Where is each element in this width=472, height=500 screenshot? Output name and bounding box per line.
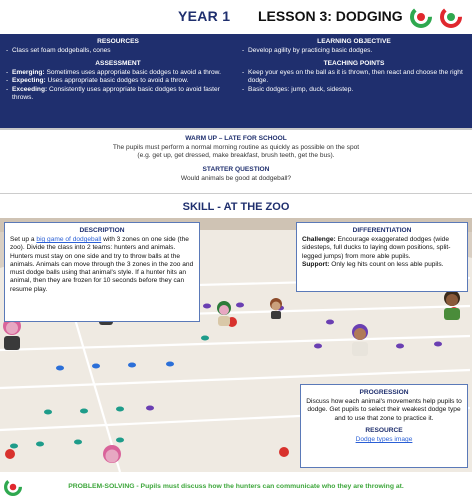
- teaching-point-item: Basic dodges: jump, duck, sidestep.: [242, 86, 466, 95]
- teaching-point-item: Keep your eyes on the ball as it is thro…: [242, 69, 466, 86]
- progression-heading: PROGRESSION: [359, 389, 409, 396]
- assessment-list: Emerging: Sometimes uses appropriate bas…: [6, 69, 230, 103]
- lesson-info-panel: RESOURCES Class set foam dodgeballs, con…: [0, 34, 472, 128]
- warm-up-heading: WARM UP – LATE FOR SCHOOL: [185, 135, 287, 142]
- starter-question-text: Would animals be good at dodgeball?: [180, 174, 292, 182]
- footer-logo-icon: [4, 478, 22, 496]
- teaching-points-heading: TEACHING POINTS: [323, 59, 385, 67]
- description-before-link: Set up a: [10, 236, 37, 243]
- dodgeball-game-link[interactable]: big game of dodgeball: [36, 236, 102, 243]
- warm-up-line: The pupils must perform a normal morning…: [112, 144, 360, 151]
- learning-objective-heading: LEARNING OBJECTIVE: [317, 38, 391, 45]
- exceeding-label: Exceeding:: [12, 85, 48, 93]
- resources-list: Class set foam dodgeballs, cones: [6, 47, 230, 56]
- teaching-points-list: Keep your eyes on the ball as it is thro…: [242, 69, 466, 95]
- divider: [0, 128, 472, 130]
- progression-card: PROGRESSION Discuss how each animal's mo…: [300, 384, 468, 468]
- right-column: LEARNING OBJECTIVE Develop agility by pr…: [236, 34, 472, 97]
- challenge-label: Challenge:: [302, 236, 336, 243]
- learning-objective-item: Develop agility by practicing basic dodg…: [242, 47, 466, 56]
- differentiation-challenge: Challenge: Encourage exaggerated dodges …: [302, 236, 462, 261]
- left-column: RESOURCES Class set foam dodgeballs, con…: [0, 34, 236, 106]
- emerging-label: Emerging:: [12, 68, 45, 76]
- description-heading: DESCRIPTION: [79, 227, 125, 234]
- resources-heading: RESOURCES: [97, 38, 139, 45]
- differentiation-card: DIFFERENTIATION Challenge: Encourage exa…: [296, 222, 468, 292]
- skill-dash: -: [214, 201, 224, 213]
- exceeding-text: Consistently uses appropriate basic dodg…: [12, 85, 220, 102]
- support-text: Only leg hits count on less able pupils.: [329, 260, 444, 268]
- differentiation-support: Support: Only leg hits count on less abl…: [302, 261, 462, 269]
- assessment-emerging: Emerging: Sometimes uses appropriate bas…: [6, 69, 230, 78]
- learning-objective-list: Develop agility by practicing basic dodg…: [242, 47, 466, 56]
- description-text: Set up a big game of dodgeball with 3 zo…: [10, 236, 194, 294]
- warm-up-line: (e.g. get up, get dressed, make breakfas…: [137, 152, 335, 160]
- description-card: DESCRIPTION Set up a big game of dodgeba…: [4, 222, 200, 322]
- challenge-text: Encourage exaggerated dodges (wide sides…: [302, 236, 451, 260]
- differentiation-heading: DIFFERENTIATION: [352, 227, 412, 234]
- dodge-types-image-link[interactable]: Dodge types image: [355, 435, 413, 443]
- skill-name: AT THE ZOO: [223, 201, 290, 213]
- expecting-text: Uses appropriate basic dodges to avoid a…: [45, 77, 189, 85]
- gym-scene-illustration: DESCRIPTION Set up a big game of dodgeba…: [0, 218, 472, 472]
- description-after-link: with 3 zones on one side (the zoo). Divi…: [10, 236, 194, 293]
- starter-question-heading: STARTER QUESTION: [202, 165, 270, 173]
- problem-solving-footer: PROBLEM-SOLVING - Pupils must discuss ho…: [0, 474, 472, 500]
- skill-prefix: SKILL: [182, 201, 215, 213]
- expecting-label: Expecting:: [12, 77, 46, 85]
- lesson-title: LESSON 3: DODGING: [258, 8, 403, 24]
- assessment-expecting: Expecting: Uses appropriate basic dodges…: [6, 77, 230, 86]
- assessment-exceeding: Exceeding: Consistently uses appropriate…: [6, 86, 230, 103]
- support-label: Support:: [302, 260, 330, 268]
- skill-heading: SKILL - AT THE ZOO: [0, 196, 472, 218]
- assessment-heading: ASSESSMENT: [95, 59, 141, 67]
- page-header: YEAR 1 LESSON 3: DODGING: [0, 0, 472, 34]
- green-logo-icon: [410, 6, 432, 28]
- red-logo-icon: [440, 6, 462, 28]
- resource-item: Class set foam dodgeballs, cones: [6, 47, 230, 56]
- warm-up-section: WARM UP – LATE FOR SCHOOL The pupils mus…: [0, 130, 472, 194]
- emerging-text: Sometimes uses appropriate basic dodges …: [44, 68, 221, 76]
- progression-text: Discuss how each animal's movements help…: [306, 398, 462, 422]
- resource-heading: RESOURCE: [365, 426, 403, 434]
- year-title: YEAR 1: [178, 8, 231, 24]
